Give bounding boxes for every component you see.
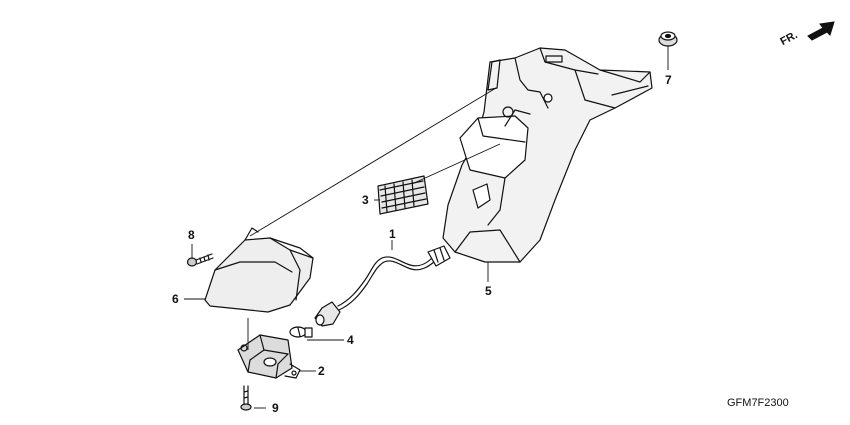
grommet-part bbox=[658, 31, 678, 47]
wire-harness-part bbox=[314, 245, 451, 327]
guide-line-reflector bbox=[411, 143, 501, 185]
callout-9: 9 bbox=[272, 401, 279, 415]
license-cover-part bbox=[204, 227, 314, 313]
guide-line-cover-fender bbox=[249, 87, 497, 237]
callout-1: 1 bbox=[389, 227, 396, 241]
fr-arrow-icon bbox=[807, 21, 835, 41]
rear-fender-part bbox=[442, 47, 653, 263]
callout-4: 4 bbox=[347, 333, 354, 347]
callout-7: 7 bbox=[665, 73, 672, 87]
callout-8: 8 bbox=[188, 228, 195, 242]
callout-5: 5 bbox=[485, 284, 492, 298]
license-light-part bbox=[237, 334, 301, 379]
diagram-code: GFM7F2300 bbox=[727, 397, 789, 409]
callout-2: 2 bbox=[318, 364, 325, 378]
bolt-part bbox=[186, 253, 214, 267]
bulb-part bbox=[289, 326, 313, 338]
reflector-part bbox=[377, 175, 429, 215]
callout-3: 3 bbox=[362, 193, 369, 207]
callout-6: 6 bbox=[172, 292, 179, 306]
screw-part bbox=[240, 385, 252, 411]
